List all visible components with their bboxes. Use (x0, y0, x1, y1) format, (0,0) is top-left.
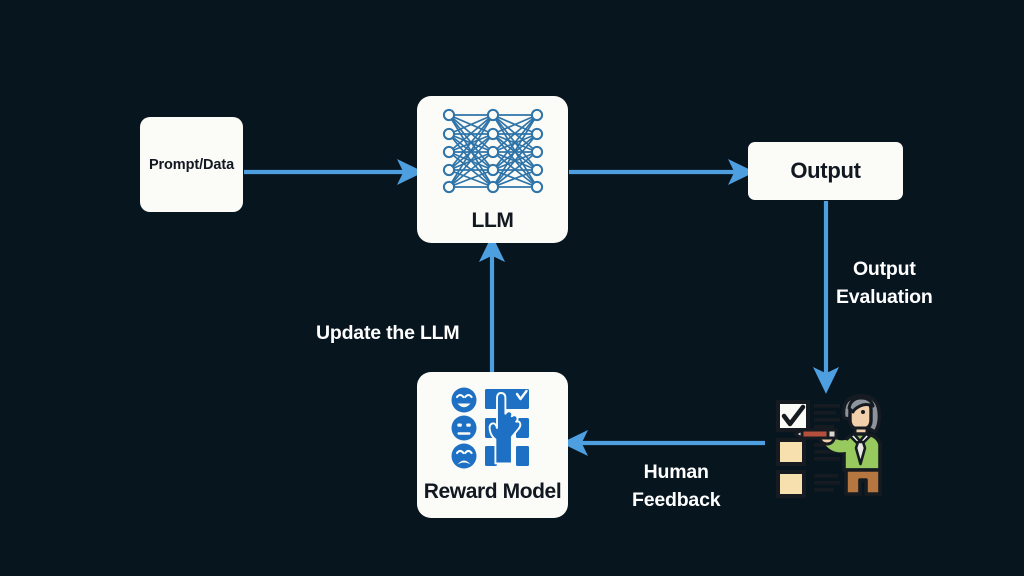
node-llm[interactable]: LLM (417, 96, 568, 243)
checklist-icon (776, 400, 840, 498)
node-reward-model-label: Reward Model (423, 479, 562, 503)
node-output-label: Output (790, 158, 861, 183)
node-output[interactable]: Output (748, 142, 903, 200)
edge-label-update-the-llm: Update the LLM (316, 322, 460, 344)
human-evaluator-illustration (766, 388, 888, 505)
node-prompt-data[interactable]: Prompt/Data (140, 117, 243, 212)
sad-face (451, 443, 476, 468)
edge-label-human-feedback: Human Feedback (632, 461, 721, 511)
person-figure (793, 394, 882, 496)
rating-faces-hand-icon (447, 387, 539, 474)
happy-face (451, 387, 476, 412)
neural-network-icon (440, 107, 546, 200)
node-llm-label: LLM (471, 208, 514, 232)
edge-label-output-evaluation: Output Evaluation (836, 258, 933, 308)
node-prompt-data-label: Prompt/Data (148, 156, 235, 173)
hand-pointing-icon (488, 391, 521, 464)
node-reward-model[interactable]: Reward Model (417, 372, 568, 518)
neutral-face (451, 415, 476, 440)
pencil-icon (793, 428, 838, 440)
